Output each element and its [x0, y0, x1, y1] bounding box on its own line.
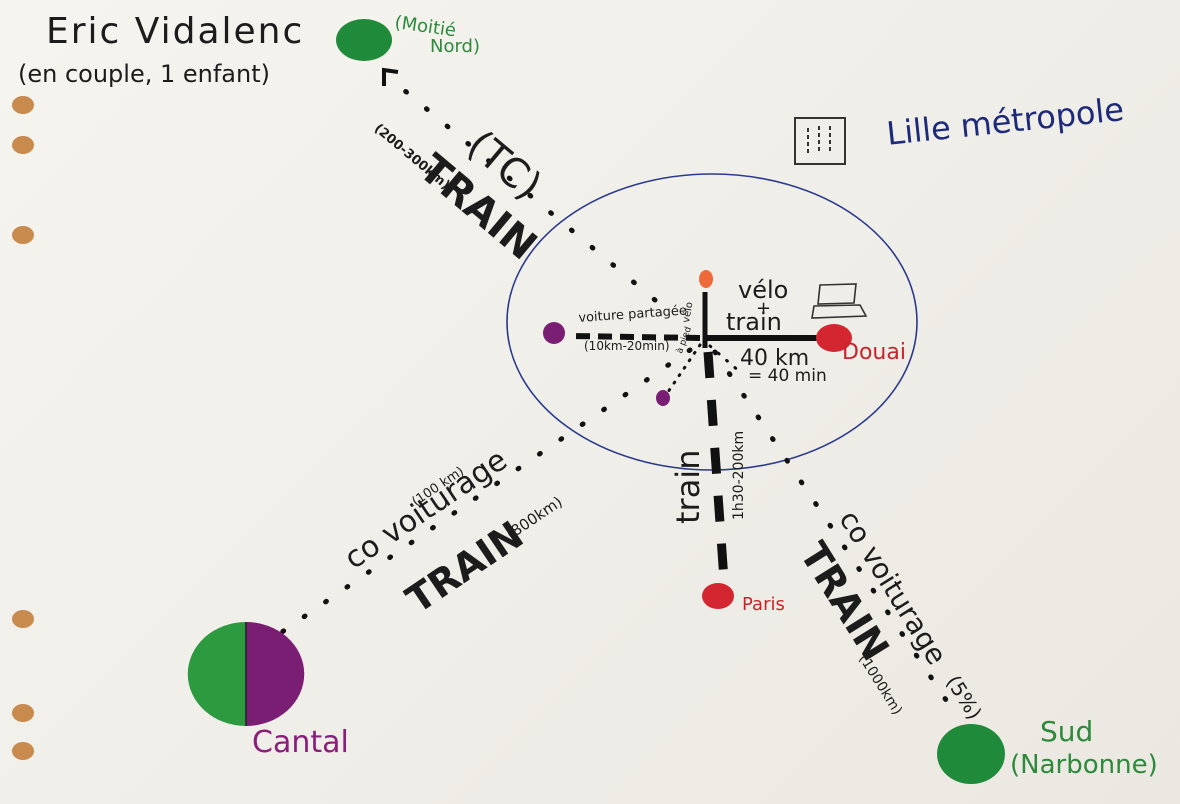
douai-time: = 40 min — [748, 366, 827, 386]
plus-label: + — [756, 298, 772, 319]
binder-hole — [12, 226, 34, 244]
car-share-dist: (10km-20min) — [584, 339, 670, 353]
route-paris-line — [703, 351, 729, 581]
laptop-icon — [811, 283, 868, 319]
building-icon — [794, 117, 846, 165]
binder-hole — [12, 136, 34, 154]
binder-hole — [12, 742, 34, 760]
binder-hole — [12, 96, 34, 114]
south-dot — [937, 724, 1005, 784]
dotted-to-purple — [666, 343, 702, 394]
purple-small-dot — [656, 390, 670, 406]
binder-hole — [12, 704, 34, 722]
route-southwest-line — [279, 347, 693, 635]
route-paris-mode: train — [669, 449, 707, 524]
north-dot — [336, 19, 392, 61]
arrow-north — [382, 67, 399, 86]
south-label-1: Sud — [1040, 715, 1094, 748]
household-label: (en couple, 1 enfant) — [18, 60, 270, 88]
person-name: Eric Vidalenc — [46, 11, 305, 52]
paris-dot — [702, 583, 734, 609]
paris-label: Paris — [742, 594, 785, 615]
cantal-label: Cantal — [252, 725, 349, 760]
binder-hole — [12, 610, 34, 628]
purple-left-dot — [543, 322, 565, 344]
douai-label: Douai — [842, 340, 906, 365]
douai-distance: 40 km — [740, 346, 810, 371]
cantal-dot — [187, 622, 305, 726]
orange-dot — [699, 270, 713, 288]
velo-label: vélo — [738, 276, 789, 304]
south-label-2: (Narbonne) — [1010, 750, 1158, 780]
train-label: train — [726, 308, 782, 336]
douai-dot — [816, 324, 852, 352]
route-north-line — [389, 77, 658, 303]
north-label-2: Nord) — [430, 36, 481, 57]
route-paris-dist: 1h30-200km — [731, 430, 747, 520]
route-southeast-line — [712, 349, 961, 721]
dotted-inner — [708, 344, 742, 374]
